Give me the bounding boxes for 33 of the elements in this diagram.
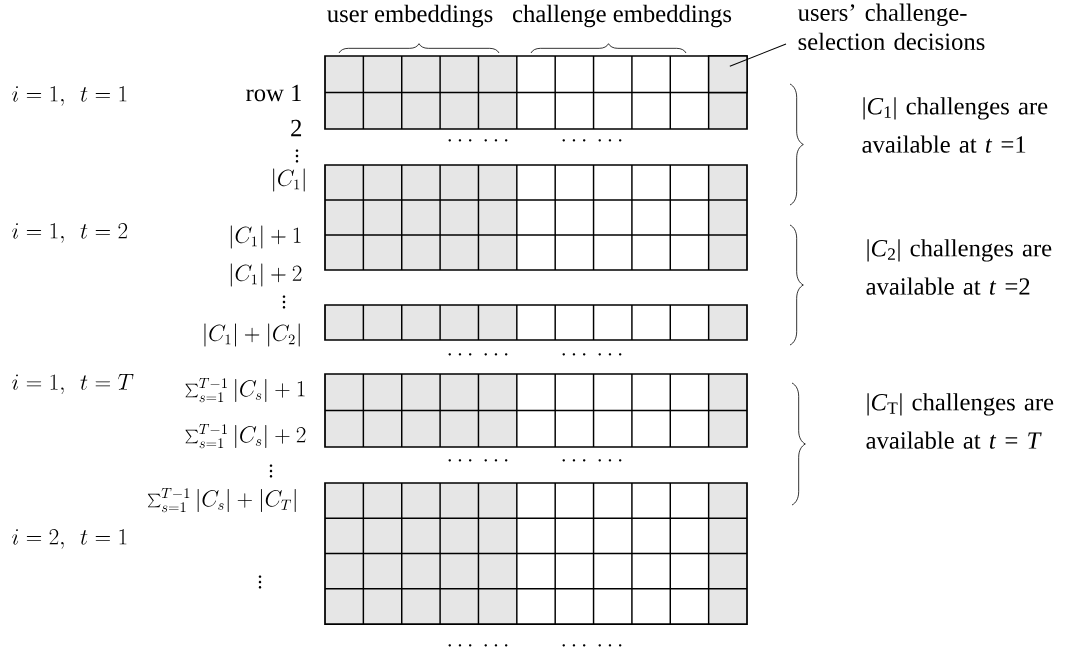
- callout-text: users’ challenge-selection decisions: [797, 3, 985, 51]
- leader-line: [729, 43, 787, 67]
- ellipsis: $\cdots\ \cdots$: [562, 139, 622, 142]
- ellipsis: $\vdots$: [282, 295, 286, 309]
- ellipsis: $\cdots\ \cdots$: [448, 353, 508, 356]
- annotation: |C$_{T}$| challenges are available at t = T: [866, 393, 1054, 449]
- annotation: |C$_{2}$| challenges are available at t =2: [866, 239, 1052, 295]
- group-label: $i=1,\ \ t=1$: [12, 86, 127, 106]
- row-label: 2: [291, 119, 302, 137]
- row-label: $|C_1|+|C_2|$: [204, 323, 300, 347]
- group-label: $i=2,\ \ t=1$: [12, 529, 127, 549]
- ellipsis: $\cdots\ \cdots$: [448, 139, 508, 142]
- row-label: $\sum_{s=1}^{T-1}|C_s|+2$: [185, 424, 306, 449]
- ellipsis: $\vdots$: [269, 464, 273, 478]
- row-label: row 1: [246, 84, 301, 102]
- annotation: |C$_{1}$| challenges are available at t =1: [862, 97, 1048, 153]
- ellipsis: $\cdots\ \cdots$: [562, 644, 622, 647]
- ellipsis: $\vdots$: [258, 575, 262, 589]
- row-label: $|C_1|+2$: [230, 263, 302, 287]
- ellipsis: $\cdots\ \cdots$: [448, 459, 508, 462]
- row-label: $\sum_{s=1}^{T-1}|C_s|+1$: [185, 378, 305, 403]
- row-label: $|C_1|$: [273, 168, 305, 192]
- matrix-cell: [707, 55, 748, 94]
- group-label: $i=1,\ \ t=2$: [12, 223, 128, 243]
- row-label: $|C_1|+1$: [230, 225, 301, 249]
- heading: challenge embeddings: [513, 4, 732, 28]
- heading: user embeddings: [327, 4, 493, 28]
- row-label: $\sum_{s=1}^{T-1}|C_s|+|C_T|$: [147, 488, 296, 513]
- group-label: $i=1,\ \ t=T$: [12, 374, 134, 395]
- ellipsis: $\cdots\ \cdots$: [562, 459, 622, 462]
- ellipsis: $\vdots$: [295, 149, 299, 163]
- ellipsis: $\cdots\ \cdots$: [562, 353, 622, 356]
- ellipsis: $\cdots\ \cdots$: [448, 644, 508, 647]
